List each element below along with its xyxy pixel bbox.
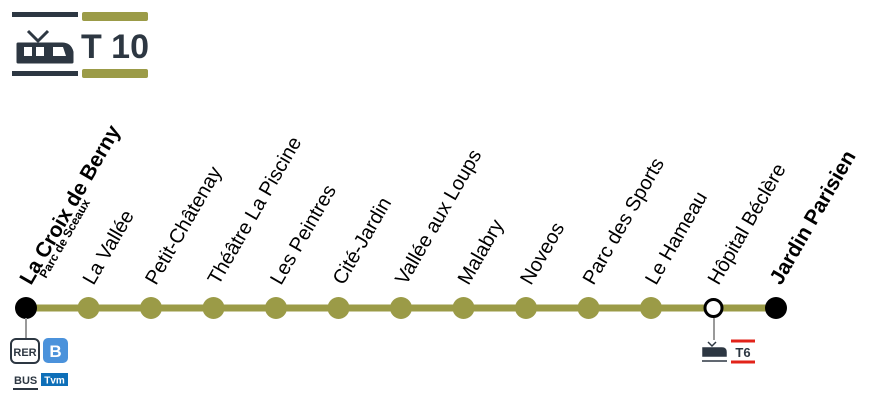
station-dot — [15, 297, 37, 319]
station-dot — [327, 297, 350, 319]
line-name: T 10 — [81, 28, 149, 66]
station-dot — [202, 297, 225, 319]
station-label: Noveos — [516, 219, 569, 289]
station-dot — [390, 297, 412, 319]
bus-line: Tvm — [44, 376, 65, 387]
station-label: Les Peintres — [266, 181, 341, 288]
station-dot — [515, 297, 537, 319]
rer-b-badge — [43, 338, 68, 363]
station-dot — [77, 297, 100, 319]
line-bar-top — [82, 12, 148, 21]
connections-hopital-beclere: T6 — [702, 318, 755, 364]
tvm-badge — [41, 373, 68, 386]
station-dot — [452, 297, 475, 319]
mode-bar-top — [12, 12, 78, 17]
rer-badge — [10, 338, 40, 364]
station-dot — [703, 298, 724, 318]
rer-label: RER — [13, 347, 36, 359]
station-label: Malabry — [454, 216, 509, 289]
connections-terminus-start: RER B BUS Tvm — [10, 318, 68, 390]
station-label: Cité-Jardin — [329, 194, 396, 289]
tram-icon — [702, 341, 727, 362]
bus-label: BUS — [14, 375, 37, 387]
header: T 10 — [12, 12, 149, 78]
t6-label: T6 — [735, 345, 750, 360]
rer-line: B — [49, 342, 61, 361]
station-label: La Vallée — [79, 207, 139, 289]
station-label: Le Hameau — [641, 188, 712, 289]
station-dot — [577, 297, 600, 319]
station-dot — [265, 297, 287, 319]
tram-icon — [16, 29, 74, 64]
station-dot — [140, 297, 162, 319]
line-bar-bottom — [82, 69, 148, 78]
mode-bar-bottom — [12, 71, 78, 76]
station-dot — [640, 297, 662, 319]
station-dot — [765, 297, 787, 319]
